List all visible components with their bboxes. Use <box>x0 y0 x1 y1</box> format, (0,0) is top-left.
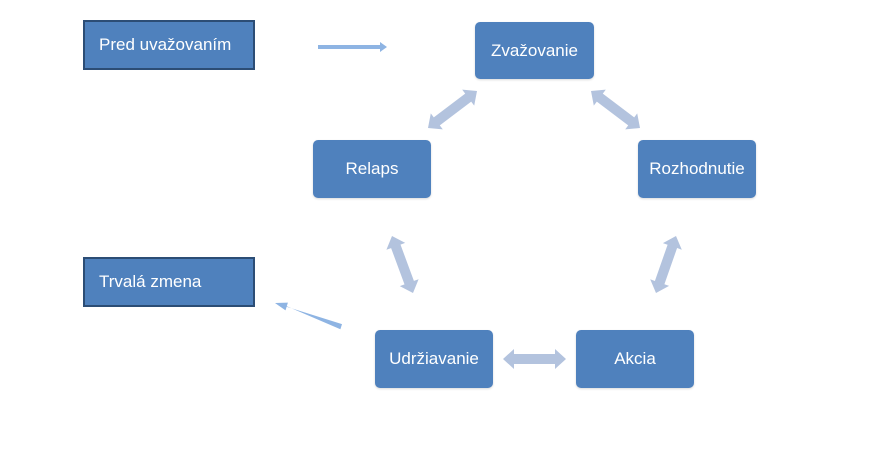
arrow-zvazovanie-rozhodnutie <box>591 89 640 130</box>
arrow-udrziavanie-relaps <box>386 236 419 293</box>
arrow-relaps-zvazovanie <box>428 89 477 130</box>
node-relaps: Relaps <box>313 140 431 198</box>
arrow-akcia-udrziavanie <box>503 349 566 369</box>
node-pred-uvazovanim: Pred uvažovaním <box>83 20 255 70</box>
node-label: Relaps <box>345 159 399 178</box>
node-label: Akcia <box>614 349 656 368</box>
node-udrziavanie: Udržiavanie <box>375 330 493 388</box>
node-label: Pred uvažovaním <box>99 35 232 54</box>
node-trvala-zmena: Trvalá zmena <box>83 257 255 307</box>
node-akcia: Akcia <box>576 330 694 388</box>
arrow-rozhodnutie-akcia <box>650 236 682 293</box>
node-label: Trvalá zmena <box>99 272 202 291</box>
node-label: Zvažovanie <box>491 40 578 60</box>
node-label: Udržiavanie <box>389 349 479 368</box>
node-rozhodnutie: Rozhodnutie <box>638 140 756 198</box>
double-arrows <box>386 89 682 369</box>
arrow-pred-to-zvazovanie <box>318 42 387 52</box>
node-zvazovanie: Zvažovanie <box>475 22 594 79</box>
node-label: Rozhodnutie <box>649 159 745 178</box>
arrow-udrziavanie-to-trvala-zmena <box>275 302 342 330</box>
